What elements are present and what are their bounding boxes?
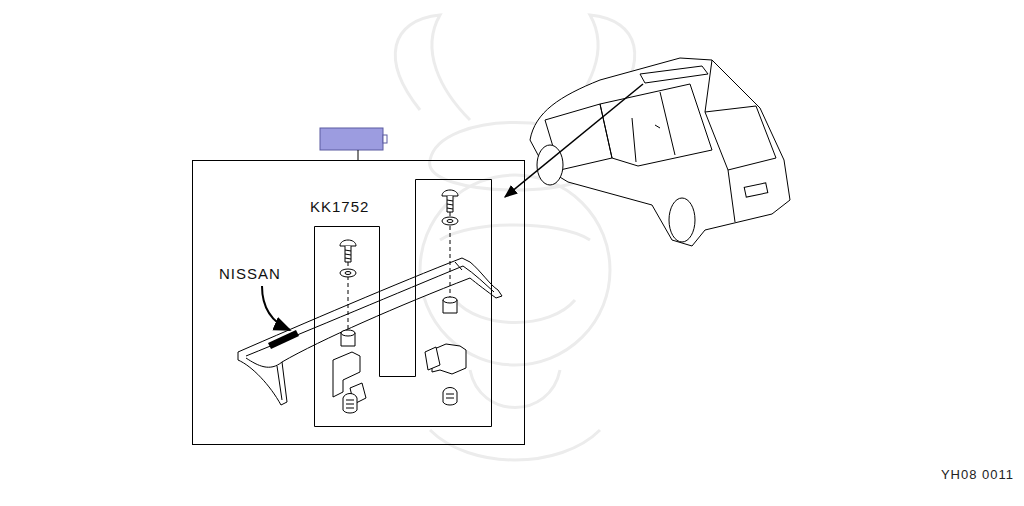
fastener-set <box>425 190 466 405</box>
part-kit-outline: KK1752 <box>314 179 491 426</box>
outline-shape <box>314 179 493 428</box>
text-wrap: NISSAN <box>219 265 281 283</box>
location-arrow <box>505 84 643 197</box>
group-box: NISSAN KK1752 <box>192 160 525 445</box>
part-name: NISSAN <box>219 265 281 282</box>
leader-line <box>262 286 290 330</box>
fastener-set <box>333 240 366 413</box>
part-number: KK1752 <box>310 198 369 215</box>
car-drawing <box>530 58 790 246</box>
drawing-code: YH08 0011 <box>941 467 1014 482</box>
emblem-strip <box>268 330 299 349</box>
group-tag <box>320 128 387 160</box>
text-wrap: KK1752 <box>310 198 369 216</box>
kit-outline <box>315 180 492 427</box>
